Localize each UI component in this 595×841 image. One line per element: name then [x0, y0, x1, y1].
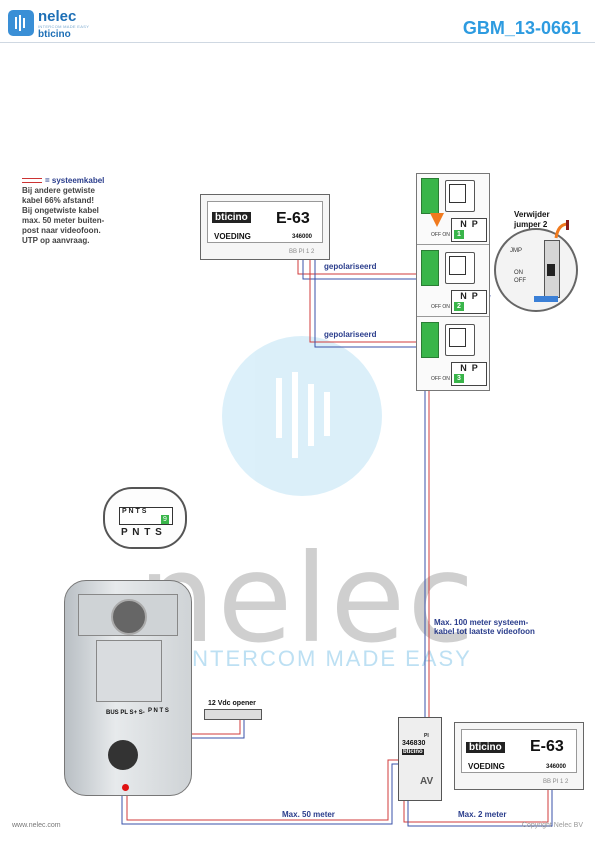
psu-brand: bticino	[466, 742, 505, 753]
jumper-line1: Verwijder	[514, 210, 550, 219]
psu-face: bticino E-63 VOEDING 346000	[461, 729, 577, 773]
psu-terminals: BB PI 1 2	[543, 779, 569, 785]
note-line: UTP op aanvraag.	[22, 236, 90, 245]
psu-code: 346000	[292, 234, 313, 240]
switch-label: OFF ON	[431, 232, 450, 238]
camera-module	[78, 594, 178, 636]
jumper-instruction: Verwijder jumper 2	[514, 210, 550, 230]
terminal-block-icon	[421, 322, 439, 358]
p-label: P	[471, 219, 478, 229]
cable-note: = systeemkabel Bij andere getwiste kabel…	[22, 176, 142, 246]
pnts-zoom: P N T S 9 P N T S	[103, 487, 187, 549]
system-cable-icon	[22, 178, 42, 184]
power-supply-top: bticino E-63 VOEDING 346000 BB PI 1 2	[200, 194, 330, 260]
max-100-line1: Max. 100 meter systeem-	[434, 618, 529, 627]
max-100-line2: kabel tot laatste videofoon	[434, 627, 535, 636]
switch-label: OFF ON	[431, 304, 450, 310]
arrow-down-icon	[430, 213, 444, 227]
video-phone-unit: OFF ON N P 3	[417, 318, 489, 388]
unit-number: 2	[454, 302, 464, 311]
panel-pnts-terminals: P N T S	[148, 708, 169, 714]
led-icon	[122, 784, 129, 791]
psu-brand: bticino	[212, 212, 251, 223]
video-phone-unit: OFF ON N P 1	[417, 174, 489, 245]
psu-code: 346000	[546, 764, 567, 770]
header-divider	[0, 42, 595, 43]
camera-lens-icon	[111, 599, 147, 635]
pnts-top-label: P N T S	[119, 507, 173, 525]
max-50-label: Max. 50 meter	[282, 810, 335, 819]
switch-label: OFF ON	[431, 376, 450, 382]
nelec-logo-icon	[8, 10, 34, 36]
note-line: Bij ongetwiste kabel	[22, 206, 99, 215]
watermark-name: nelec	[138, 528, 477, 670]
button-icon	[108, 740, 138, 770]
note-line: Bij andere getwiste	[22, 186, 95, 195]
np-terminal: N P 3	[451, 362, 487, 386]
monitor-icon	[445, 180, 475, 212]
pnts-bottom-label: P N T S	[121, 527, 163, 538]
av-mark: AV	[420, 776, 434, 787]
psu-model: E-63	[530, 738, 564, 755]
watermark-logo-icon	[222, 336, 382, 496]
av-pi-label: PI	[424, 733, 429, 739]
psu-label: VOEDING	[468, 762, 505, 771]
jumper-icon	[547, 264, 555, 276]
door-opener-icon	[204, 709, 262, 720]
monitor-icon	[445, 252, 475, 284]
on-label: ON	[514, 270, 523, 276]
footer-website: www.nelec.com	[12, 822, 61, 829]
document-id: GBM_13-0661	[462, 18, 581, 38]
video-phone-rack: OFF ON N P 1 OFF ON N P 2 OFF ON N P 3	[416, 173, 490, 391]
jumper-zoom: JMP ON OFF	[494, 228, 578, 312]
logo-name: nelec	[38, 8, 77, 25]
unit-number: 1	[454, 230, 464, 239]
max-100-label: Max. 100 meter systeem- kabel tot laatst…	[434, 618, 535, 636]
n-label: N	[460, 291, 467, 301]
psu-model: E-63	[276, 210, 310, 227]
opener-label: 12 Vdc opener	[208, 700, 256, 707]
note-title: = systeemkabel	[45, 176, 105, 185]
n-label: N	[460, 219, 467, 229]
np-terminal: N P 1	[451, 218, 487, 242]
n-label: N	[460, 363, 467, 373]
terminal-block-icon	[421, 178, 439, 214]
psu-face: bticino E-63 VOEDING 346000	[207, 201, 323, 243]
video-phone-unit: OFF ON N P 2	[417, 246, 489, 317]
jumper-line2: jumper 2	[514, 220, 548, 229]
off-label: OFF	[514, 278, 526, 284]
terminal-block-icon	[421, 250, 439, 286]
watermark-tagline: INTERCOM MADE EASY	[184, 646, 472, 671]
pnts-badge: 9	[161, 515, 169, 524]
jmp-label: JMP	[510, 248, 522, 254]
av-brand: bticino	[402, 749, 424, 755]
note-line: kabel 66% afstand!	[22, 196, 95, 205]
bus-terminals: BUS PL S+ S-	[106, 710, 145, 716]
speaker-grille	[96, 640, 162, 702]
av-module	[398, 717, 442, 801]
note-line: post naar videofoon.	[22, 226, 101, 235]
max-2-label: Max. 2 meter	[458, 810, 507, 819]
unit-number: 3	[454, 374, 464, 383]
polarized-label-1: gepolariseerd	[324, 262, 377, 271]
monitor-icon	[445, 324, 475, 356]
footer-copyright: Copyright Nelec BV	[521, 822, 583, 829]
curved-arrow-icon	[554, 220, 569, 239]
polarized-label-2: gepolariseerd	[324, 330, 377, 339]
connector-icon	[534, 296, 558, 302]
power-supply-bottom: bticino E-63 VOEDING 346000 BB PI 1 2	[454, 722, 584, 790]
logo-tagline: INTERCOM MADE EASY	[38, 24, 90, 29]
p-label: P	[471, 363, 478, 373]
psu-label: VOEDING	[214, 232, 251, 241]
note-line: max. 50 meter buiten-	[22, 216, 105, 225]
psu-terminals: BB PI 1 2	[289, 249, 315, 255]
np-terminal: N P 2	[451, 290, 487, 314]
av-code: 346830	[402, 740, 426, 747]
logo-brand: bticino	[38, 29, 71, 40]
p-label: P	[471, 291, 478, 301]
